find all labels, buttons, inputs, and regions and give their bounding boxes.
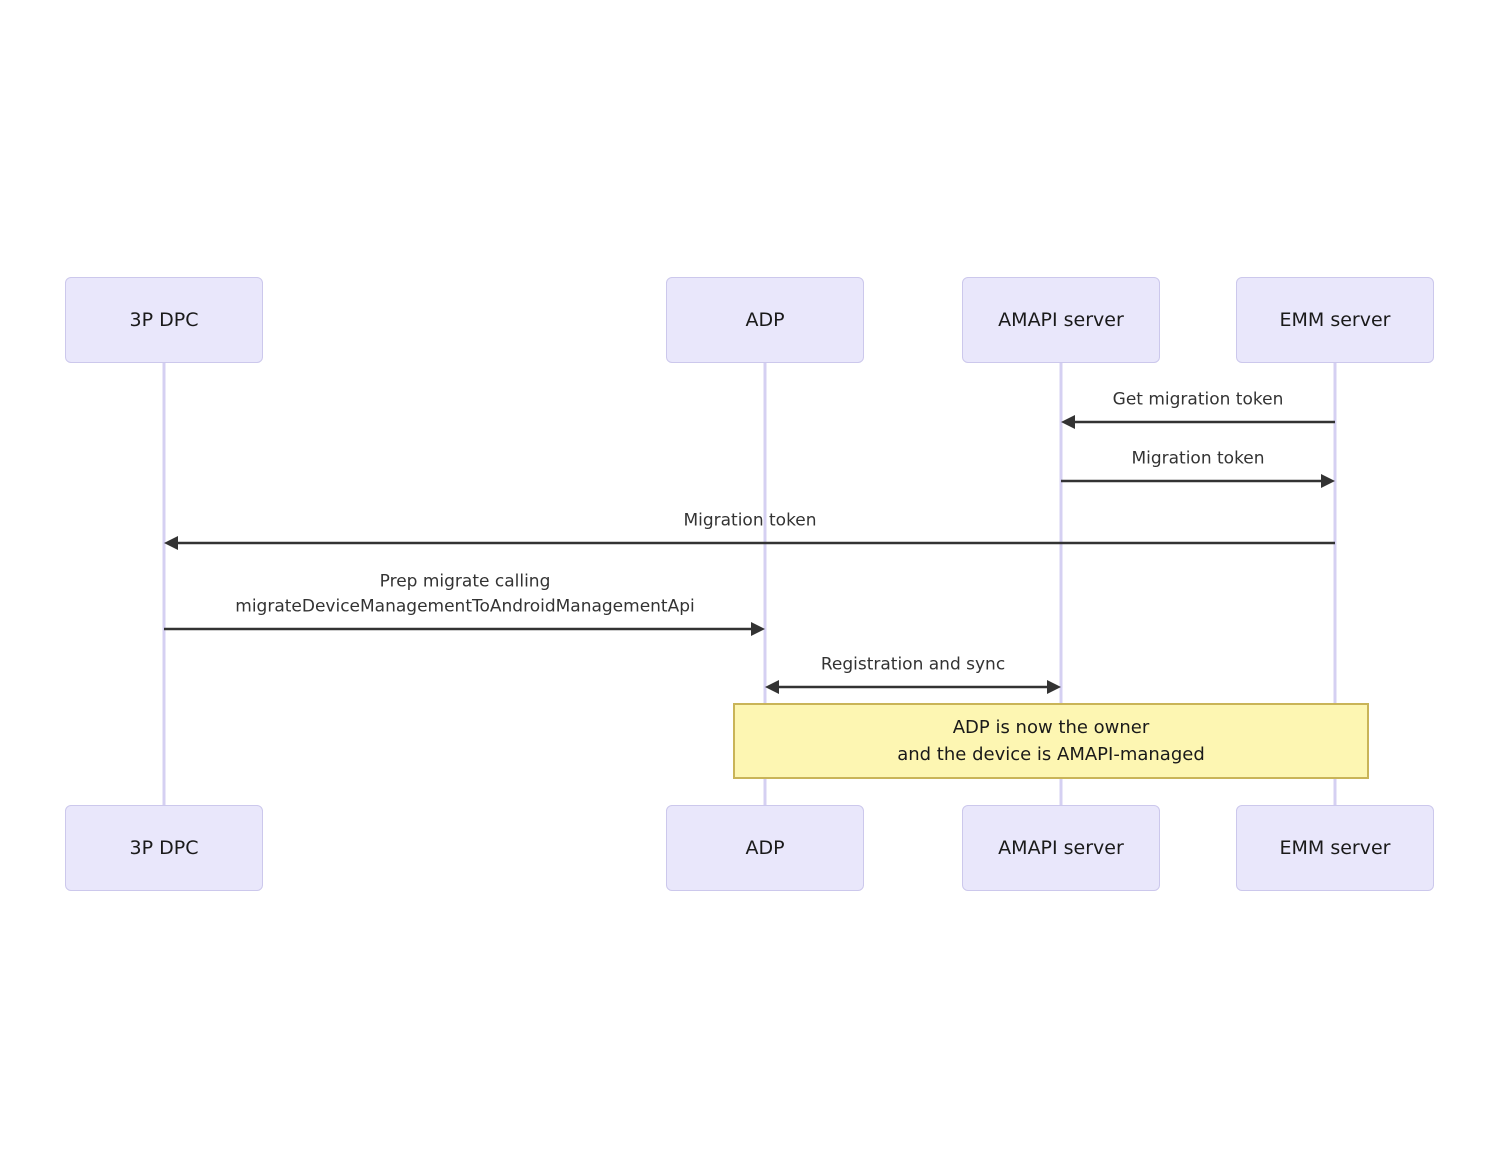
arrow-head-right	[1321, 474, 1335, 488]
participant-label: AMAPI server	[998, 308, 1124, 331]
note-text: ADP is now the owner and the device is A…	[897, 717, 1205, 765]
participant-box-amapi-top[interactable]: AMAPI server	[962, 277, 1160, 363]
message-arrow-m2	[1061, 474, 1335, 488]
message-arrow-m1	[1061, 415, 1335, 429]
participant-box-amapi-bottom[interactable]: AMAPI server	[962, 805, 1160, 891]
participant-label: ADP	[745, 836, 785, 859]
participant-box-dpc-bottom[interactable]: 3P DPC	[65, 805, 263, 891]
arrow-head-left	[765, 680, 779, 694]
arrow-head-right	[1047, 680, 1061, 694]
message-arrow-m4	[164, 622, 765, 636]
participant-box-adp-bottom[interactable]: ADP	[666, 805, 864, 891]
participant-box-dpc-top[interactable]: 3P DPC	[65, 277, 263, 363]
message-arrow-m5	[765, 680, 1061, 694]
participant-box-emm-bottom[interactable]: EMM server	[1236, 805, 1434, 891]
participant-box-emm-top[interactable]: EMM server	[1236, 277, 1434, 363]
message-arrows-group	[164, 415, 1335, 694]
participant-label: AMAPI server	[998, 836, 1124, 859]
participant-label: EMM server	[1279, 836, 1391, 859]
participant-label: 3P DPC	[129, 308, 199, 331]
note-box-n1: ADP is now the owner and the device is A…	[733, 703, 1369, 779]
arrow-head-right	[751, 622, 765, 636]
participant-label: ADP	[745, 308, 785, 331]
arrow-head-left	[164, 536, 178, 550]
participant-label: 3P DPC	[129, 836, 199, 859]
participant-box-adp-top[interactable]: ADP	[666, 277, 864, 363]
message-arrow-m3	[164, 536, 1335, 550]
participant-label: EMM server	[1279, 308, 1391, 331]
arrow-head-left	[1061, 415, 1075, 429]
